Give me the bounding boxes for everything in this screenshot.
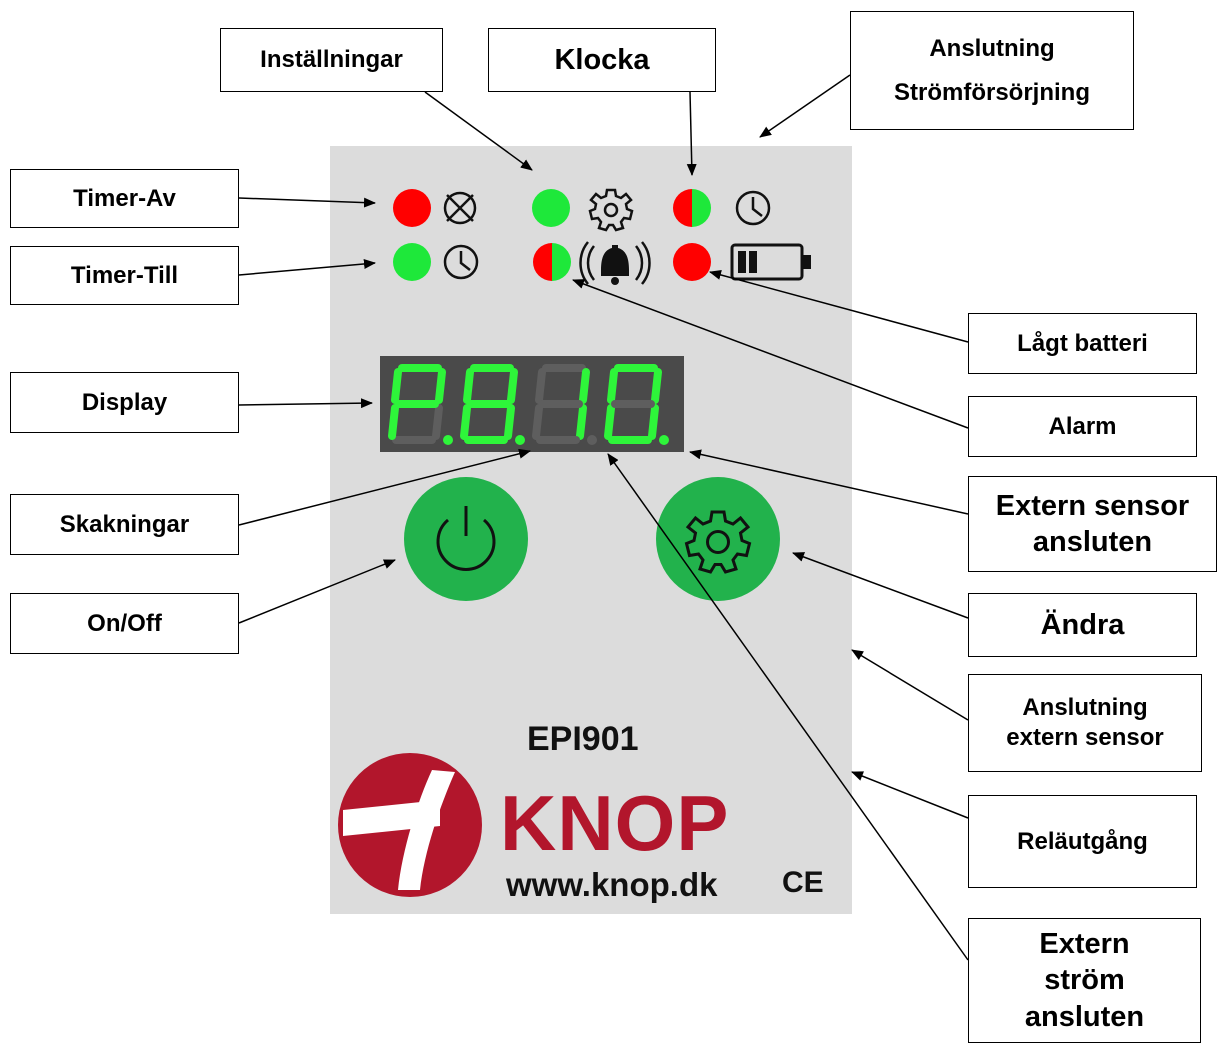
label-skakningar-text: Skakningar [59,510,190,538]
label-display: Display [10,372,239,433]
label-installningar-text: Inställningar [260,46,403,73]
timer-off-led [393,189,431,227]
label-timer-av: Timer-Av [10,169,239,228]
digit-4-segment-c [648,404,659,440]
label-display-text: Display [81,388,168,416]
label-timer-till: Timer-Till [10,246,239,305]
digit-1-segment-e [388,404,399,440]
label-extern-strom-line1: Extern [1039,928,1130,961]
timer-off-icon [443,191,477,225]
label-extern-strom-line3: ansluten [1024,1000,1145,1033]
label-andra-text: Ändra [1040,608,1125,641]
label-alarm-text: Alarm [1048,412,1117,440]
label-timer-till-text: Timer-Till [70,261,179,289]
digit-2-segment-f [463,368,474,404]
label-on-off-text: On/Off [87,609,162,637]
label-anslutning-extern-sensor: Anslutning extern sensor [968,674,1202,772]
ce-mark: CE [782,866,824,899]
digit-1-decimal-point [443,435,453,445]
label-lagt-batteri-text: Lågt batteri [1017,329,1148,357]
label-anslutning-strom-line2: Strömförsörjning [894,78,1090,106]
digit-2-segment-e [460,404,471,440]
label-installningar: Inställningar [220,28,443,92]
label-on-off: On/Off [10,593,239,654]
timer-on-led [393,243,431,281]
digit-1-segment-c [432,404,443,440]
digit-3-decimal-point [587,435,597,445]
change-button[interactable] [656,477,780,601]
low-battery-led [673,243,711,281]
bell-icon [579,241,651,285]
label-extern-strom-ansluten: Extern ström ansluten [968,918,1201,1043]
label-skakningar: Skakningar [10,494,239,555]
label-relautgang: Reläutgång [968,795,1197,888]
label-anslutning-sensor-line2: extern sensor [1006,724,1164,751]
display-segments [388,364,669,445]
digit-3-segment-c [576,404,587,440]
digit-3-segment-e [532,404,543,440]
clock-led [673,189,711,227]
website-url: www.knop.dk [506,866,718,903]
gear-icon [588,188,634,232]
digit-1-segment-b [435,368,446,404]
label-anslutning-stromforsorjning: Anslutning Strömförsörjning [850,11,1134,130]
alarm-led [533,243,571,281]
label-extern-sensor-line2: ansluten [1032,526,1153,558]
digit-2-decimal-point [515,435,525,445]
brand-name: KNOP [500,779,730,867]
label-anslutning-strom-line1: Anslutning [929,34,1055,62]
clock-icon [735,190,771,226]
label-anslutning-sensor-line1: Anslutning [1022,694,1148,721]
digit-3-segment-f [535,368,546,404]
label-lagt-batteri: Lågt batteri [968,313,1197,374]
digit-4-segment-b [651,368,662,404]
label-extern-sensor-line1: Extern sensor [995,489,1190,522]
label-andra: Ändra [968,593,1197,657]
label-timer-av-text: Timer-Av [73,184,176,212]
digit-4-decimal-point [659,435,669,445]
settings-led [532,189,570,227]
digit-4-segment-f [607,368,618,404]
power-button[interactable] [404,477,528,601]
digit-3-segment-b [579,368,590,404]
timer-on-clock-icon [443,244,479,280]
label-relautgang-text: Reläutgång [1017,827,1148,855]
label-alarm: Alarm [968,396,1197,457]
digit-2-segment-c [504,404,515,440]
knop-logo-icon [338,753,482,897]
label-extern-sensor-ansluten: Extern sensor ansluten [968,476,1217,572]
digit-2-segment-b [507,368,518,404]
label-klocka-text: Klocka [554,43,650,76]
label-extern-strom-line2: ström [1044,964,1125,997]
label-klocka: Klocka [488,28,716,92]
model-name: EPI901 [527,720,639,758]
digit-1-segment-f [391,368,402,404]
digit-4-segment-e [604,404,615,440]
battery-icon [730,243,811,281]
